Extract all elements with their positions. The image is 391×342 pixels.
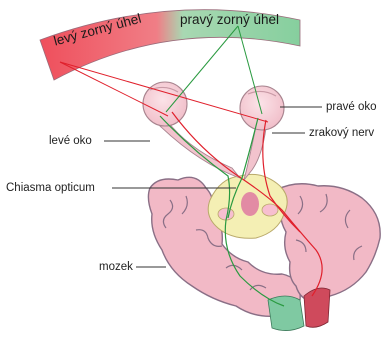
left-eye bbox=[143, 82, 187, 126]
right-eye bbox=[240, 86, 284, 130]
optic-nerve-label: zrakový nerv bbox=[309, 126, 374, 140]
lateral-geniculate-right bbox=[262, 204, 278, 216]
optic-nerve-left bbox=[160, 122, 240, 178]
chiasma-label: Chiasma opticum bbox=[6, 181, 95, 195]
brain-label: mozek bbox=[99, 260, 133, 274]
right-field-label: pravý zorný úhel bbox=[180, 12, 279, 27]
left-eye-label: levé oko bbox=[49, 134, 92, 148]
right-eye-label: pravé oko bbox=[326, 100, 377, 114]
visual-cortex-right bbox=[304, 288, 330, 327]
third-ventricle bbox=[241, 192, 259, 216]
